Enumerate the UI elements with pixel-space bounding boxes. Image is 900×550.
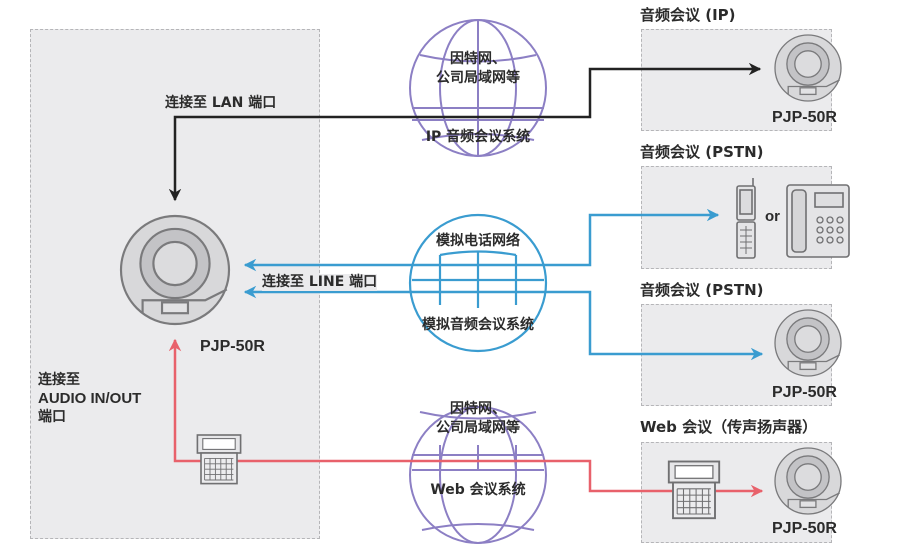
audio-port-label-line1: 连接至	[38, 372, 80, 388]
speakerphone-icon-web	[774, 447, 842, 515]
line-port-label: 连接至 LINE 端口	[262, 274, 378, 291]
audio-port-label-line2: AUDIO IN/OUT	[38, 390, 142, 407]
audio-connection-line	[168, 338, 764, 498]
network-ip-bottom: IP 音频会议系统	[425, 129, 531, 145]
mobile-phone-icon	[736, 178, 756, 259]
audio-port-label-line3: 端口	[38, 409, 66, 425]
local-device-model: PJP-50R	[200, 338, 265, 355]
network-web-bottom: Web 会议系统	[430, 482, 526, 498]
network-analog-top: 模拟电话网络	[436, 233, 520, 249]
laptop-icon-remote	[667, 460, 721, 520]
network-analog-bottom: 模拟音频会议系统	[422, 317, 534, 333]
lan-port-label: 连接至 LAN 端口	[165, 95, 277, 111]
speakerphone-icon-pstn	[774, 309, 842, 377]
laptop-icon-local	[196, 434, 242, 485]
line-connection-upper	[243, 208, 720, 272]
network-ip-top-line1: 因特网、	[450, 51, 506, 67]
speakerphone-icon-local	[119, 214, 231, 326]
remote-model-pstn: PJP-50R	[772, 384, 837, 401]
network-web-top-line2: 公司局域网等	[436, 420, 520, 436]
remote-title-pstn-phone: 音频会议 (PSTN)	[640, 143, 764, 161]
remote-title-pstn-device: 音频会议 (PSTN)	[640, 281, 764, 299]
remote-model-ip: PJP-50R	[772, 109, 837, 126]
remote-model-web: PJP-50R	[772, 520, 837, 537]
remote-title-ip: 音频会议 (IP)	[640, 6, 736, 24]
or-label: or	[765, 208, 780, 225]
network-web-top-line1: 因特网、	[450, 401, 506, 417]
lan-connection-line	[168, 62, 762, 202]
remote-title-web: Web 会议（传声扬声器）	[640, 418, 818, 436]
speakerphone-icon-ip	[774, 34, 842, 102]
network-ip-top-line2: 公司局域网等	[436, 70, 520, 86]
desk-phone-icon	[786, 184, 850, 258]
